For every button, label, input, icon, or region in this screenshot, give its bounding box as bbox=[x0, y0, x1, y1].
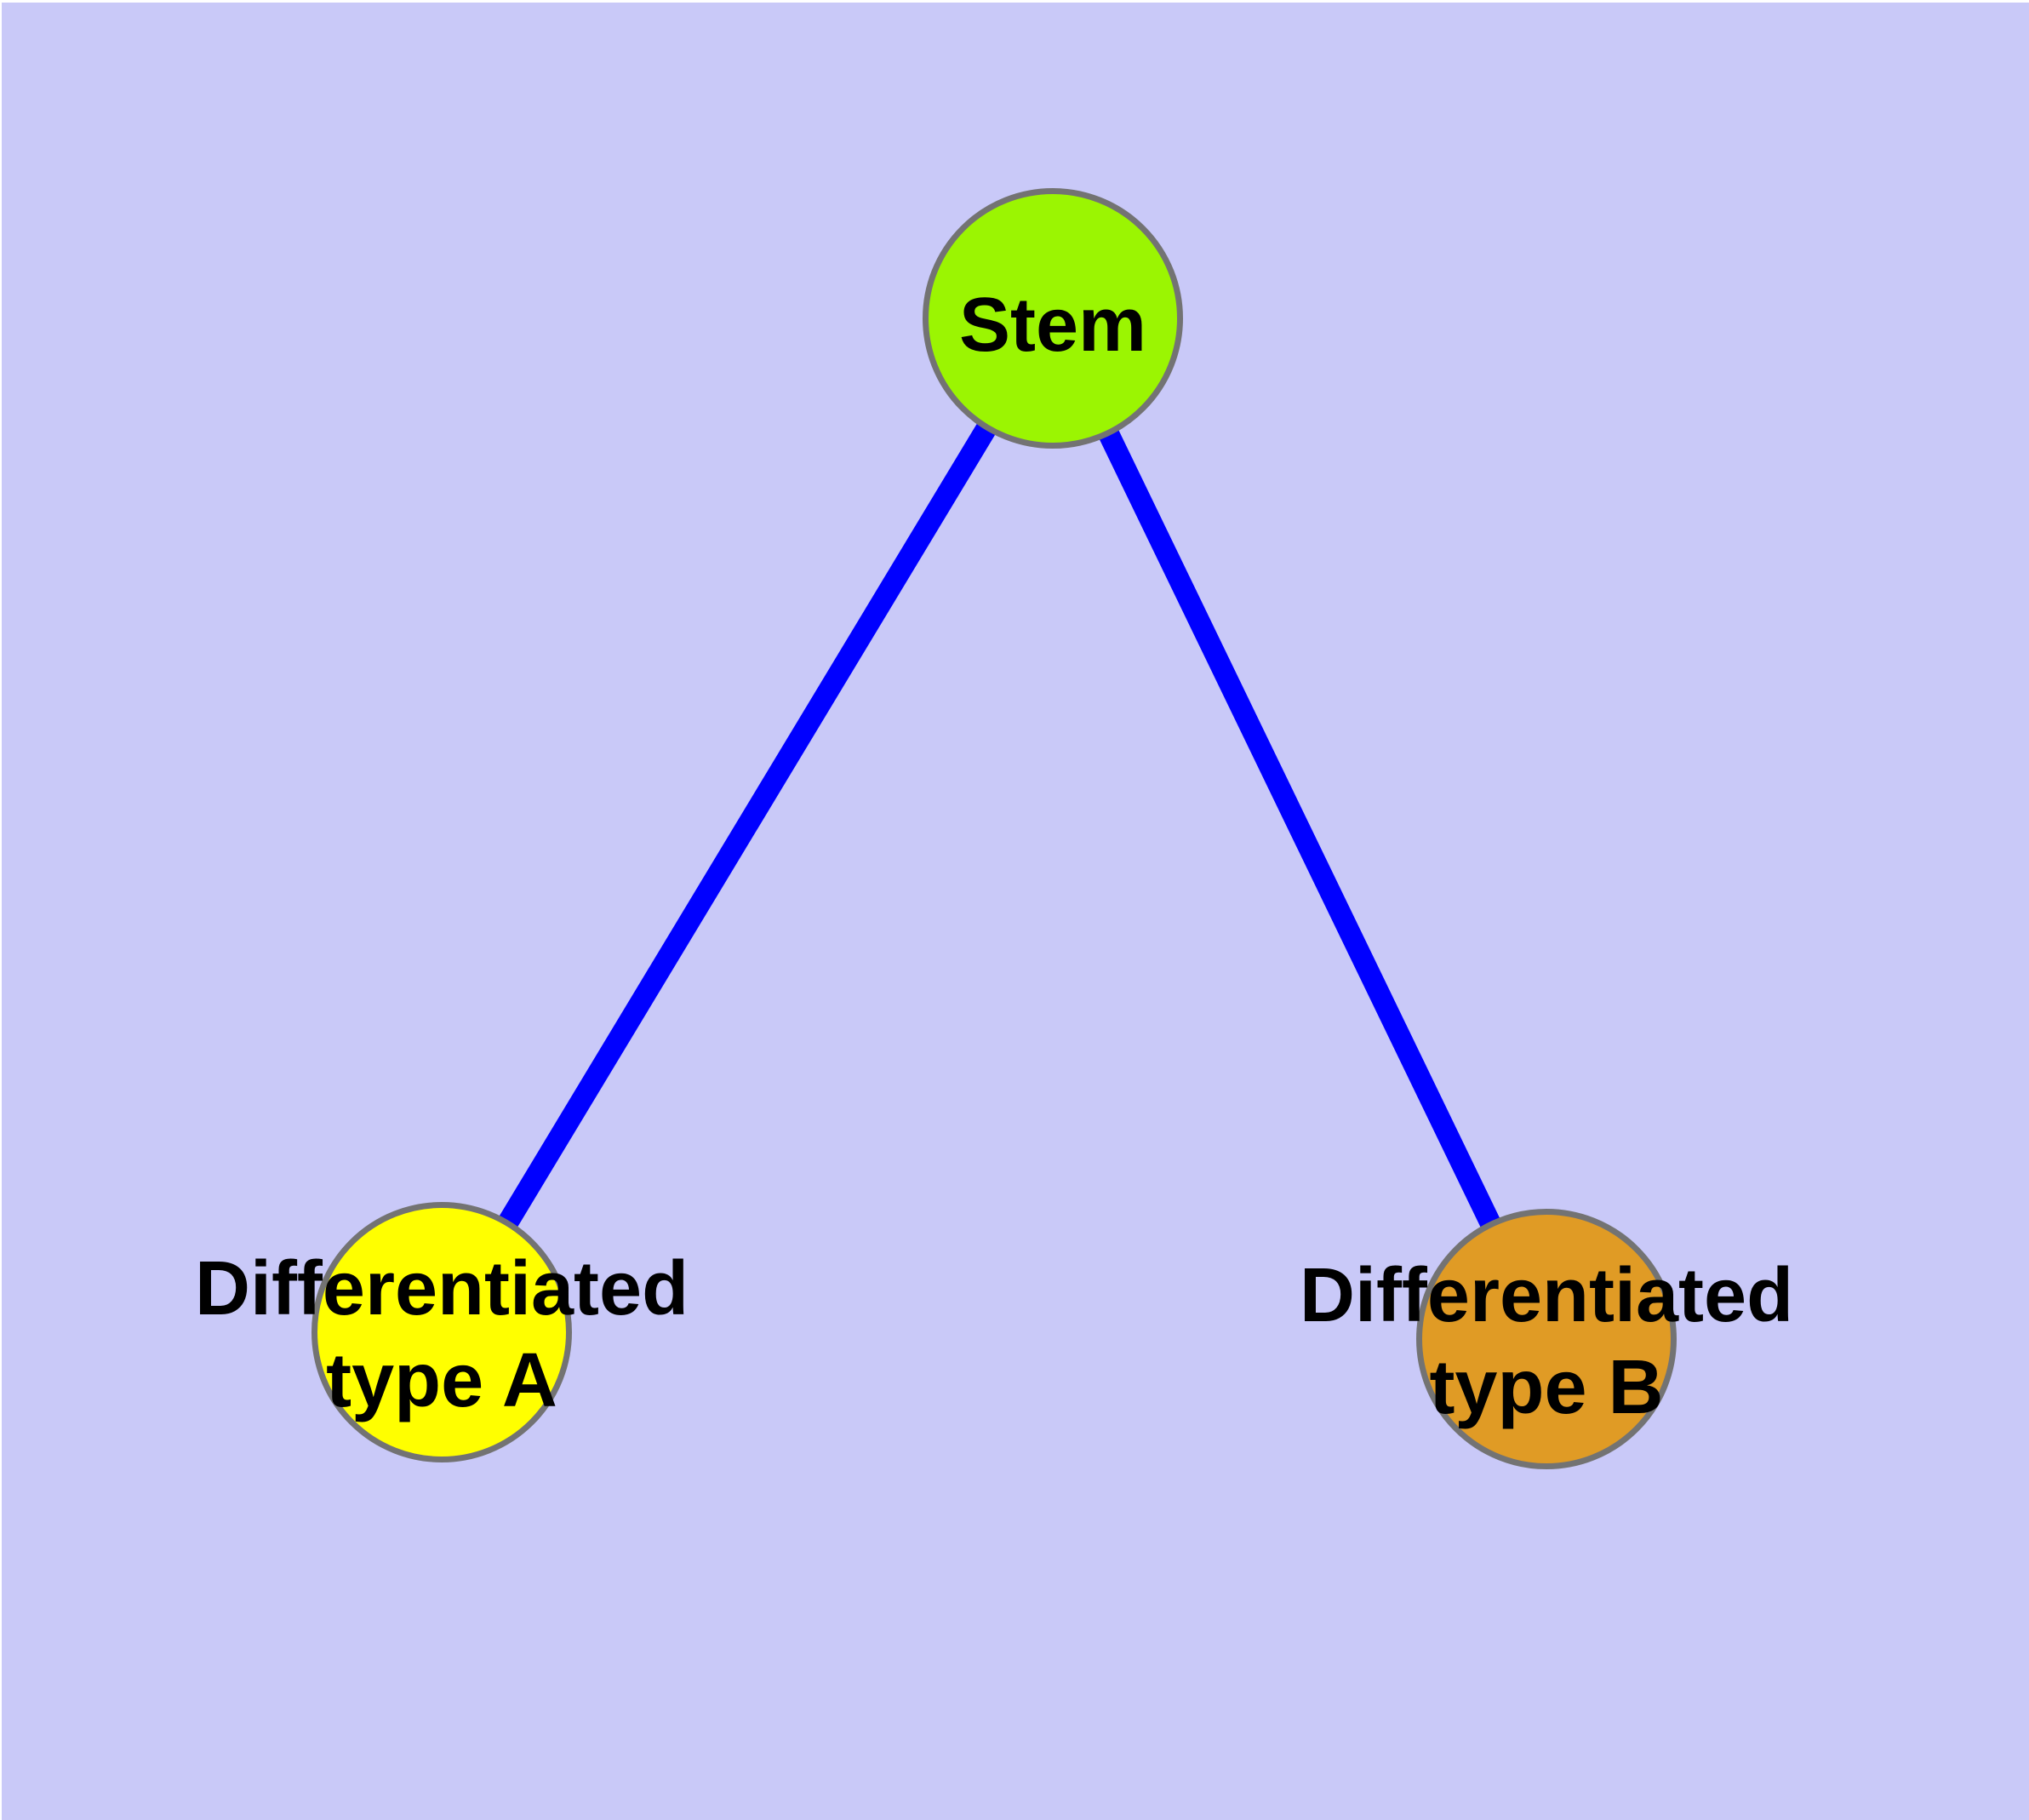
stem-node-label: Stem bbox=[958, 283, 1147, 368]
differentiated-type-b-node-label: Differentiated type B bbox=[1299, 1253, 1794, 1430]
edge-stem-to-type-a bbox=[432, 312, 1062, 1338]
stem-node-circle bbox=[923, 188, 1183, 449]
edge-stem-to-type-b bbox=[1043, 313, 1557, 1344]
differentiated-type-a-node-label: Differentiated type A bbox=[194, 1246, 689, 1423]
differentiated-type-a-node-circle bbox=[311, 1202, 572, 1462]
differentiated-type-b-node-circle bbox=[1416, 1209, 1677, 1469]
graph-edges bbox=[432, 312, 1557, 1344]
diagram-canvas: Stem Differentiated type A Differentiate… bbox=[2, 3, 2029, 1820]
